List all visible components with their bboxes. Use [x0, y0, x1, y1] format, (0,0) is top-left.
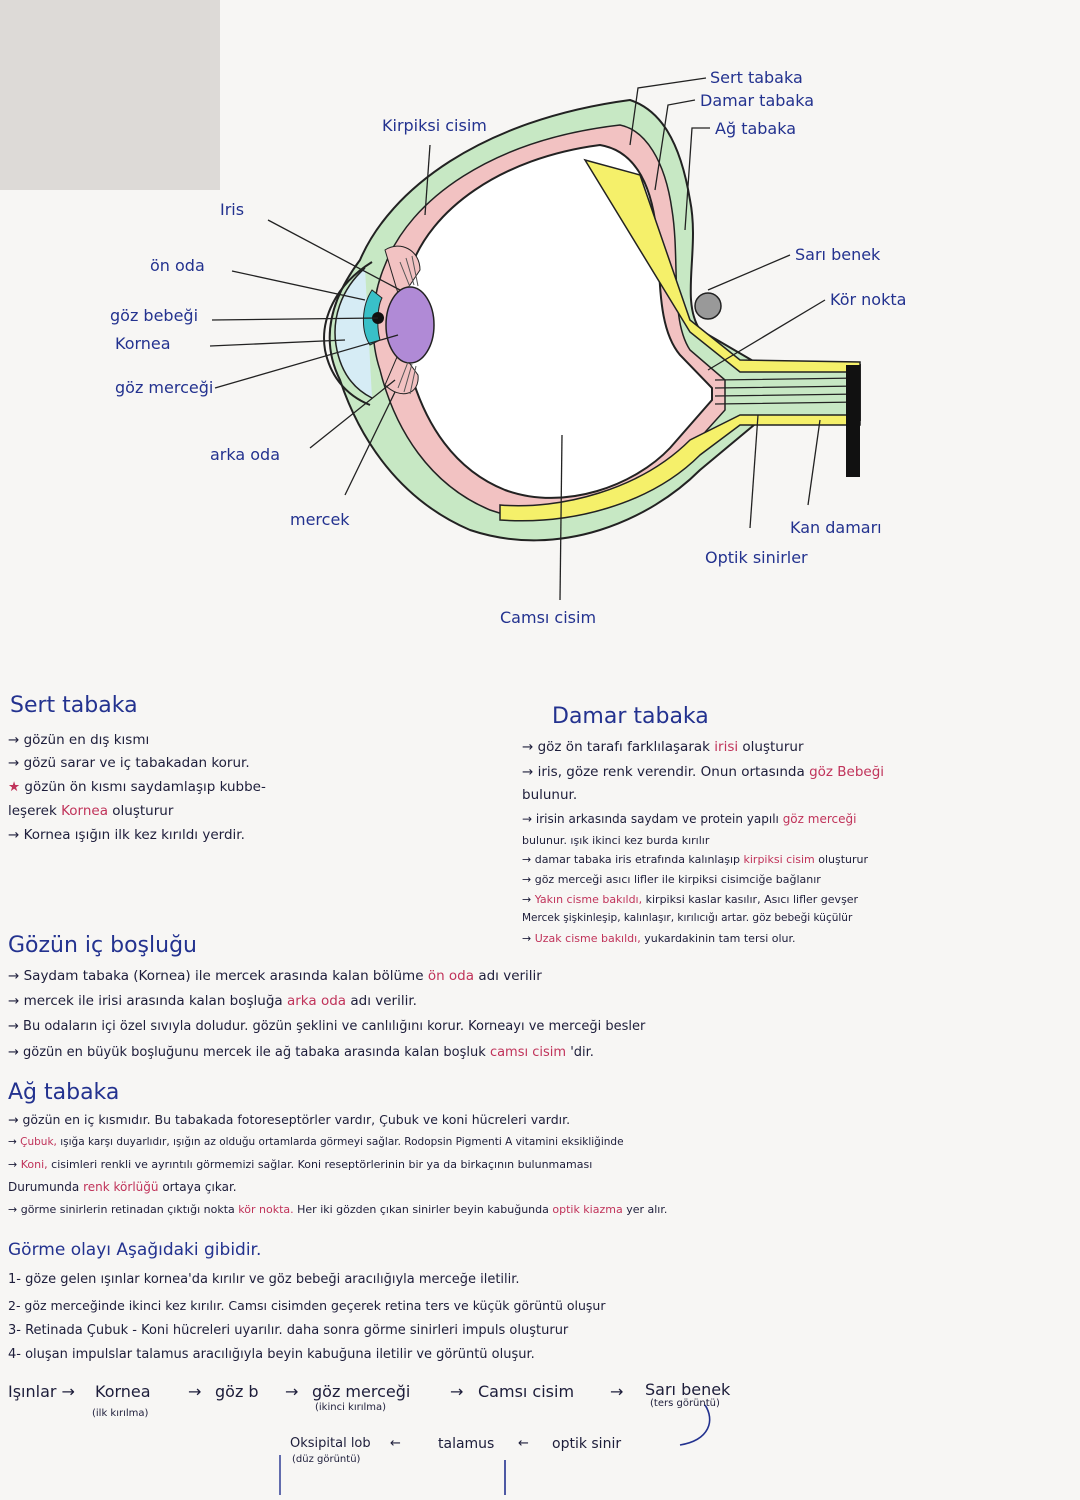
retina-layer	[583, 158, 861, 373]
label-goz-bebegi: göz bebeği	[110, 306, 199, 325]
label-camsi-cisim: Camsı cisim	[500, 608, 597, 627]
section-title-damar-tabaka: Damar tabaka	[552, 704, 709, 729]
pathway-arrow: →	[610, 1382, 624, 1401]
note-line: → gözü sarar ve iç tabakadan korur.	[8, 755, 250, 771]
pathway-step: göz b	[215, 1382, 259, 1401]
note-line: → Koni, cisimleri renkli ve ayrıntılı gö…	[8, 1158, 593, 1171]
label-damar-tabaka: Damar tabaka	[700, 91, 815, 110]
note-line: 3- Retinada Çubuk - Koni hücreleri uyarı…	[8, 1323, 569, 1338]
eye-diagram	[209, 77, 861, 601]
section-title-sert-tabaka: Sert tabaka	[10, 693, 138, 718]
page-fold	[0, 0, 220, 190]
section-title-ag-tabaka: Ağ tabaka	[8, 1080, 120, 1105]
note-line: → Kornea ışığın ilk kez kırıldı yerdir.	[8, 827, 245, 843]
star-icon: ★	[8, 779, 21, 795]
note-line: → görme sinirlerin retinadan çıktığı nok…	[8, 1203, 668, 1216]
pathway-step: Kornea	[95, 1382, 151, 1401]
fovea	[694, 292, 722, 320]
pathway-arrow: →	[188, 1382, 202, 1401]
pathway-start: Işınlar →	[8, 1382, 75, 1401]
pathway-sub: (ters görüntü)	[650, 1398, 720, 1409]
label-kornea: Kornea	[115, 334, 171, 353]
pathway-sub: (ikinci kırılma)	[315, 1402, 387, 1413]
note-line: → irisin arkasında saydam ve protein yap…	[522, 812, 857, 826]
note-line: bulunur.	[522, 787, 578, 803]
note-line: → gözün en iç kısmıdır. Bu tabakada foto…	[8, 1112, 571, 1127]
note-line: → Uzak cisme bakıldı, yukardakinin tam t…	[522, 932, 796, 945]
cornea	[323, 261, 373, 406]
pathway-bottom-step: Oksipital lob	[290, 1436, 371, 1451]
pathway-bottom-step: optik sinir	[552, 1436, 622, 1452]
pathway-sub: (ilk kırılma)	[92, 1408, 149, 1419]
label-ag-tabaka: Ağ tabaka	[715, 119, 797, 138]
pathway-arrow: ←	[518, 1436, 529, 1451]
label-arka-oda: arka oda	[210, 445, 281, 464]
pathway-bottom-step: talamus	[438, 1436, 495, 1452]
note-line: Mercek şişkinleşip, kalınlaşır, kırılıcı…	[522, 912, 853, 924]
note-line: ★ gözün ön kısmı saydamlaşıp kubbe-	[8, 779, 266, 795]
note-line: → Saydam tabaka (Kornea) ile mercek aras…	[8, 968, 542, 984]
pathway-arrow: ←	[390, 1436, 401, 1451]
label-mercek: mercek	[290, 510, 350, 529]
note-line: → göz merceği asıcı lifler ile kirpiksi …	[522, 873, 821, 886]
label-kor-nokta: Kör nokta	[830, 290, 907, 309]
pathway-step: Camsı cisim	[478, 1382, 575, 1401]
pathway-arrow: →	[285, 1382, 299, 1401]
label-sert-tabaka: Sert tabaka	[710, 68, 803, 87]
note-line: 1- göze gelen ışınlar kornea'da kırılır …	[8, 1272, 520, 1287]
note-line: → damar tabaka iris etrafında kalınlaşıp…	[522, 853, 869, 866]
note-line: → Bu odaların içi özel sıvıyla doludur. …	[8, 1019, 646, 1034]
note-line: → gözün en dış kısmı	[8, 732, 150, 748]
note-line: → iris, göze renk verendir. Onun ortasın…	[522, 764, 885, 780]
pathway-sub: (düz görüntü)	[292, 1454, 361, 1465]
optic-disc	[846, 365, 860, 477]
label-iris: Iris	[220, 200, 245, 219]
section-title-gorme-olayi: Görme olayı Aşağıdaki gibidir.	[8, 1240, 262, 1260]
pathway-arrow: →	[450, 1382, 464, 1401]
label-goz-mercegi: göz merceği	[115, 378, 214, 397]
note-line: → gözün en büyük boşluğunu mercek ile ağ…	[8, 1045, 594, 1060]
pathway-step: göz merceği	[312, 1382, 411, 1401]
label-kirpiksi-cisim: Kirpiksi cisim	[382, 116, 487, 135]
section-title-ic-bosluk: Gözün iç boşluğu	[8, 933, 197, 958]
label-optik-sinirler: Optik sinirler	[705, 548, 808, 567]
label-sari-benek: Sarı benek	[795, 245, 881, 264]
note-line: 4- oluşan impulslar talamus aracılığıyla…	[8, 1347, 535, 1362]
note-line: → Çubuk, ışığa karşı duyarlıdır, ışığın …	[8, 1136, 624, 1148]
pathway-step: Sarı benek	[645, 1380, 731, 1399]
note-line: bulunur. ışık ikinci kez burda kırılır	[522, 834, 710, 847]
note-line: leşerek Kornea oluşturur	[8, 803, 174, 819]
note-line: → Yakın cisme bakıldı, kirpiksi kaslar k…	[522, 893, 859, 906]
label-on-oda: ön oda	[150, 256, 205, 275]
label-kan-damari: Kan damarı	[790, 518, 882, 537]
note-line: → göz ön tarafı farklılaşarak irisi oluş…	[522, 739, 804, 755]
note-line: 2- göz merceğinde ikinci kez kırılır. Ca…	[8, 1298, 606, 1313]
note-line: → mercek ile irisi arasında kalan boşluğ…	[8, 993, 417, 1009]
note-line: Durumunda renk körlüğü ortaya çıkar.	[8, 1180, 237, 1194]
